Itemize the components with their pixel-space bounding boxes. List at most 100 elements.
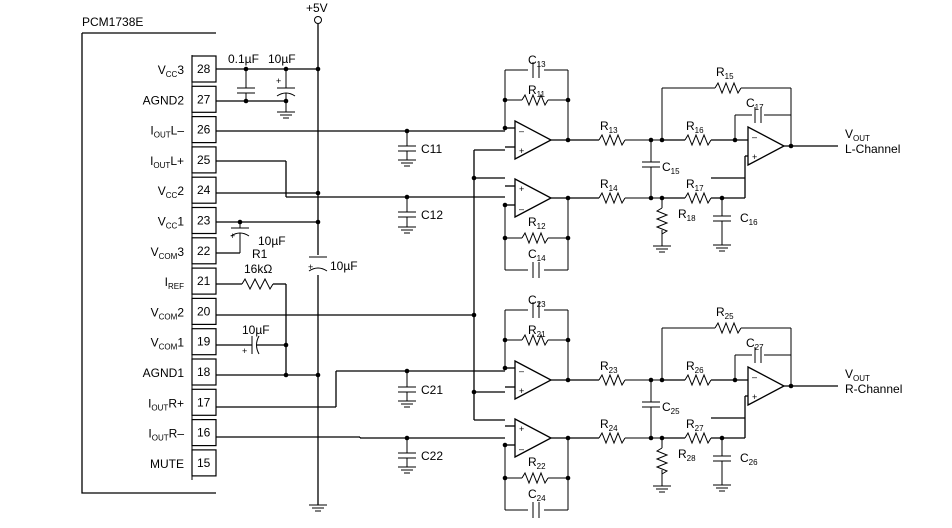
- left-vout-label: VOUT: [845, 127, 870, 143]
- res-R25: R25: [716, 305, 734, 321]
- cap-10uf-value: 10µF: [268, 52, 296, 66]
- res-R28: R28: [678, 447, 696, 463]
- svg-text:+: +: [519, 184, 524, 194]
- pin-label: IOUTR+: [148, 396, 184, 412]
- pin-label: IREF: [165, 275, 184, 291]
- vcom1-decoupling: + 10µF: [216, 323, 289, 356]
- pin-20: 20 VCOM2: [151, 297, 217, 325]
- c12-label: C12: [421, 208, 443, 222]
- cap-01uf-value: 0.1µF: [228, 52, 259, 66]
- svg-text:–: –: [519, 204, 524, 214]
- pin-28: 28 VCC3: [158, 55, 217, 83]
- pin-label: AGND2: [143, 93, 185, 107]
- pin-label: VCOM3: [151, 245, 185, 261]
- right-channel-label: R-Channel: [845, 382, 902, 396]
- svg-text:+: +: [752, 152, 757, 162]
- svg-text:+: +: [519, 424, 524, 434]
- iref-resistor: 16kΩ: [216, 262, 287, 375]
- pin-label: VCC3: [158, 63, 185, 79]
- supply-rail: +5V + 10µF: [306, 1, 358, 512]
- vcc3-decoupling: + 0.1µF 10µF: [216, 52, 321, 119]
- svg-text:–: –: [519, 366, 524, 376]
- svg-text:+: +: [308, 262, 313, 272]
- pin-number: 21: [197, 274, 211, 288]
- net-ioutr-plus: C21: [216, 368, 505, 408]
- supply-label: +5V: [306, 1, 328, 15]
- pin-label: MUTE: [150, 457, 184, 471]
- svg-text:+: +: [519, 146, 524, 156]
- svg-text:–: –: [519, 126, 524, 136]
- rail-cap-value: 10µF: [330, 259, 358, 273]
- pin-label: VCC1: [158, 215, 185, 231]
- cap-C14: C14: [528, 247, 546, 263]
- pin-number: 19: [197, 335, 211, 349]
- res-R22: R22: [528, 455, 546, 471]
- pin-number: 25: [197, 153, 211, 167]
- cap-C25: C25: [662, 400, 680, 416]
- net-ioutr-minus: C22: [216, 435, 505, 474]
- opamp-left-a: [514, 119, 553, 161]
- pin-number: 17: [197, 395, 211, 409]
- pin-17: 17 IOUTR+: [148, 388, 217, 416]
- res-R18: R18: [678, 207, 696, 223]
- cap-C24: C24: [528, 487, 546, 503]
- pin-label: VCOM1: [151, 336, 185, 352]
- cap-10uf-vcom3-value: 10µF: [258, 234, 286, 248]
- opamp-left-out: [747, 125, 786, 167]
- res-R24: R24: [600, 417, 618, 433]
- pin-16: 16 IOUTR–: [148, 419, 217, 447]
- c21-label: C21: [421, 383, 443, 397]
- res-R23: R23: [600, 359, 618, 375]
- pin-label: IOUTL+: [150, 154, 184, 170]
- cap-C27: C27: [746, 336, 764, 352]
- opamp-right-a: [514, 359, 553, 401]
- res-R13: R13: [600, 119, 618, 135]
- svg-text:–: –: [752, 132, 757, 142]
- pin-number: 15: [197, 456, 211, 470]
- pin-21: 21 IREF: [165, 267, 217, 295]
- cap-C13: C13: [528, 53, 546, 69]
- res-R14: R14: [600, 177, 618, 193]
- net-ioutl-minus: C11: [216, 128, 505, 167]
- pin-number: 18: [197, 365, 211, 379]
- res-R11: R11: [528, 83, 546, 99]
- c11-label: C11: [421, 142, 442, 156]
- pin-18: 18 AGND1: [143, 358, 217, 386]
- res-R27: R27: [686, 417, 704, 433]
- res-R26: R26: [686, 359, 704, 375]
- res-R12: R12: [528, 215, 546, 231]
- pin-label: AGND1: [143, 366, 185, 380]
- pin-number: 16: [197, 426, 211, 440]
- pin-number: 28: [197, 62, 211, 76]
- pin-label: VCC2: [158, 184, 185, 200]
- svg-text:+: +: [276, 76, 281, 86]
- pin-number: 26: [197, 123, 211, 137]
- pin-label: IOUTR–: [148, 427, 184, 443]
- cap-C26: C26: [740, 451, 758, 467]
- svg-text:+: +: [519, 386, 524, 396]
- pin-22: 22 VCOM3: [151, 237, 217, 265]
- pin-label: VCOM2: [151, 305, 185, 321]
- cap-C17: C17: [746, 96, 764, 112]
- cap-10uf-vcom1-value: 10µF: [242, 323, 270, 337]
- pin-number: 22: [197, 244, 211, 258]
- res-R15: R15: [716, 65, 734, 81]
- cap-C16: C16: [740, 211, 758, 227]
- net-ioutl-plus: C12: [216, 160, 505, 234]
- pin-15: 15 MUTE: [150, 449, 217, 477]
- pin-number: 24: [197, 183, 211, 197]
- svg-text:–: –: [752, 372, 757, 382]
- svg-text:+: +: [752, 392, 757, 402]
- left-channel-label: L-Channel: [845, 142, 900, 156]
- r16k-value: 16kΩ: [244, 262, 272, 276]
- right-vout-label: VOUT: [845, 367, 870, 383]
- pin-number: 20: [197, 304, 211, 318]
